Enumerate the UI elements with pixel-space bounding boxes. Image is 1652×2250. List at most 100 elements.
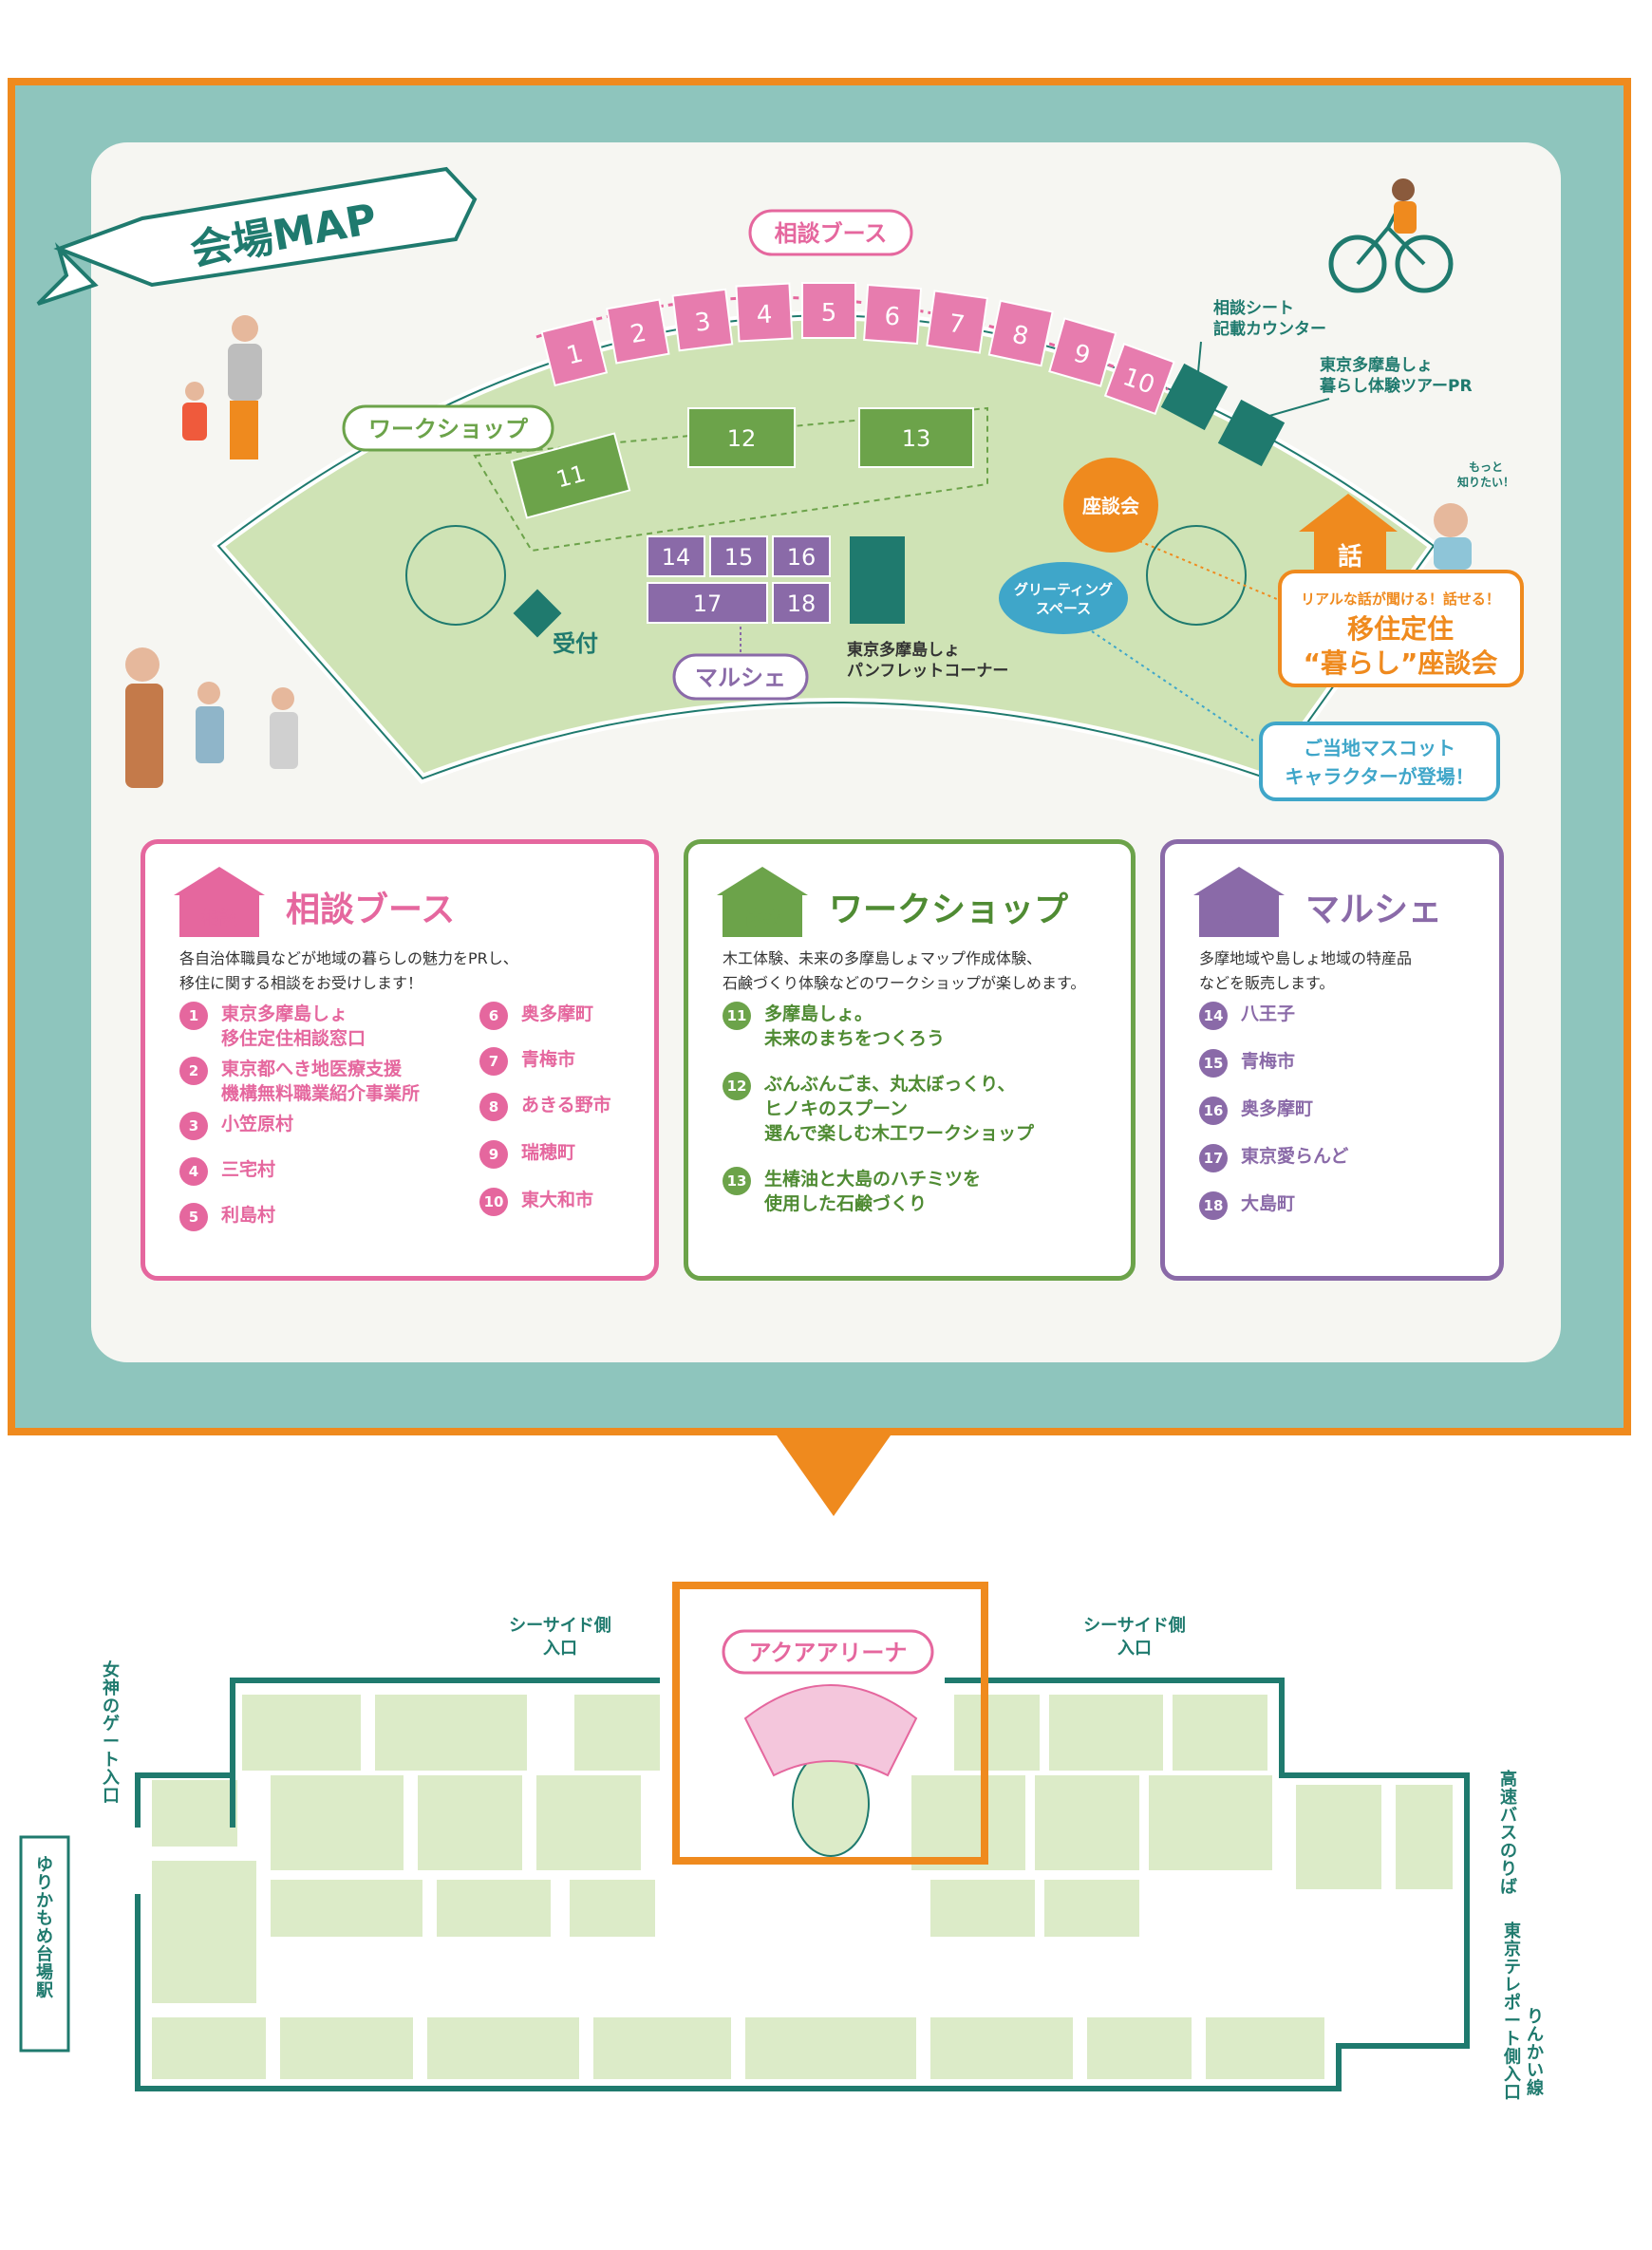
store-block	[745, 2017, 916, 2079]
store-block	[954, 1695, 1040, 1771]
store-block	[570, 1880, 655, 1937]
marche-booth: 18	[772, 582, 831, 624]
store-block	[930, 2017, 1073, 2079]
consult-label-box	[748, 209, 913, 256]
marche-booth: 15	[709, 535, 768, 577]
store-block	[375, 1695, 527, 1771]
workshop-label-box	[342, 404, 554, 452]
store-block	[1206, 2017, 1324, 2079]
consult-title: 相談ブース	[286, 891, 456, 929]
arena-highlight	[672, 1582, 988, 1865]
svg-text:15: 15	[724, 544, 754, 571]
marche-booth: 14	[647, 535, 705, 577]
central-atrium	[792, 1751, 870, 1857]
store-block	[152, 2017, 266, 2079]
family-illustration	[182, 315, 262, 459]
svg-text:18: 18	[787, 591, 817, 617]
workshop-title: ワークショップ	[829, 891, 1069, 929]
workshop-booth: 13	[858, 407, 974, 468]
marche-booth: 16	[772, 535, 831, 577]
store-block	[930, 1880, 1035, 1937]
pamphlet-label: 東京多摩島しょパンフレットコーナー	[847, 640, 1008, 681]
marche-booth: 17	[647, 582, 768, 624]
svg-text:13: 13	[902, 425, 931, 452]
reception-label: 受付	[553, 630, 598, 657]
left-circle	[405, 525, 506, 626]
svg-text:5: 5	[821, 299, 837, 328]
svg-text:2: 2	[629, 319, 649, 349]
consult-desc: 各自治体職員などが地域の暮らしの魅力をPRし、 移住に関する相談をお受けします！	[179, 949, 518, 992]
marche-badge: 魅力	[1193, 867, 1285, 937]
consult-label: 相談ブース	[775, 220, 888, 247]
pamphlet-corner	[850, 536, 905, 624]
girl-illustration	[1434, 503, 1472, 570]
arena-fan	[743, 1684, 918, 1777]
floor-blocks	[152, 1695, 1453, 2079]
consult-booth: 3	[671, 288, 734, 352]
tour-pr-label: 東京多摩島しょ暮らし体験ツアーPR	[1319, 355, 1473, 396]
marche-desc: 多摩地域や島しょ地域の特産品 などを販売します。	[1199, 949, 1413, 992]
consult-booth: 5	[801, 282, 856, 339]
consult-booth: 9	[1048, 317, 1117, 387]
yurikamome-label: ゆりかもめ台場駅	[35, 1855, 54, 2000]
greeting-space	[999, 562, 1128, 634]
store-block	[1149, 1775, 1272, 1870]
reception-counter	[513, 589, 562, 638]
aqua-arena-label: アクアアリーナ	[749, 1640, 908, 1666]
megami-gate-label: 女神のゲート入口	[103, 1659, 120, 1806]
zadankai-label: 座談会	[1082, 495, 1139, 517]
marche-booths: 14 15 16 17 18	[647, 535, 831, 624]
motto-label: もっと知りたい！	[1456, 460, 1514, 489]
workshop-desc: 木工体験、未来の多摩島しょマップ作成体験、 石鹸づくり体験などのワークショップが…	[723, 949, 1086, 992]
svg-text:7: 7	[947, 309, 967, 340]
store-block	[1396, 1785, 1453, 1889]
consult-booth: 1	[540, 317, 609, 387]
consult-booth: 7	[926, 290, 989, 354]
workshop-badge: 体験	[717, 867, 808, 937]
workshop-booth: 11	[510, 432, 631, 519]
svg-text:8: 8	[1009, 321, 1030, 352]
seaside-right-label: シーサイド側入口	[1083, 1615, 1186, 1659]
store-block	[152, 1861, 256, 2003]
svg-text:12: 12	[727, 425, 757, 452]
iju-line2: “暮らし”座談会	[1304, 647, 1498, 679]
mascot-label: ご当地マスコットキャラクターが登場！	[1285, 737, 1474, 788]
store-block	[418, 1775, 522, 1870]
consult-booth: 2	[606, 298, 670, 365]
consult-sheet-counter	[1160, 363, 1229, 431]
store-block	[593, 2017, 731, 2079]
map-pointer	[777, 1435, 891, 1516]
svg-text:1: 1	[564, 339, 586, 370]
consult-badge: 相談	[174, 867, 265, 937]
iju-line1: 移住定住	[1347, 613, 1454, 645]
store-block	[152, 1780, 237, 1847]
title-ribbon: 会場MAP	[36, 166, 478, 306]
svg-text:4: 4	[756, 301, 773, 330]
real-talk-text: リアルな話が聞ける！話せる！	[1301, 591, 1500, 608]
store-block	[1035, 1775, 1139, 1870]
seaside-left-label: シーサイド側入口	[509, 1615, 611, 1659]
marche-label-box	[672, 653, 809, 701]
svg-text:17: 17	[693, 591, 723, 617]
store-block	[1044, 1880, 1139, 1937]
store-block	[437, 1880, 551, 1937]
consult-section: 相談 相談ブース 各自治体職員などが地域の暮らしの魅力をPRし、 移住に関する相…	[141, 839, 659, 1281]
right-circle	[1146, 525, 1247, 626]
svg-text:16: 16	[787, 544, 817, 571]
store-block	[1173, 1695, 1267, 1771]
